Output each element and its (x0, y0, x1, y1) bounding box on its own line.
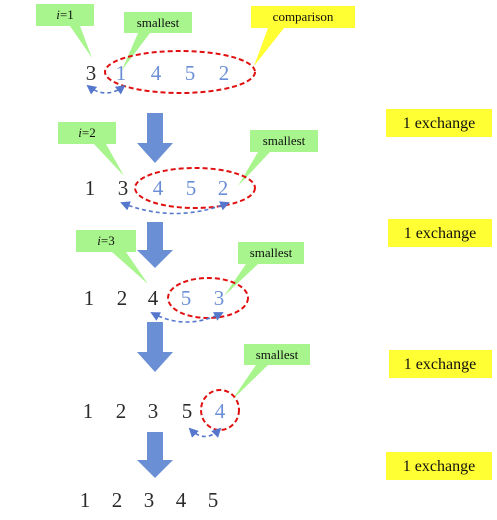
exchange-badge-4-text: 1 exchange (403, 458, 475, 475)
row-4-digit: 5 (182, 399, 193, 423)
row-1-digit: 1 (116, 61, 127, 85)
callout-smallest-2-text: smallest (263, 133, 306, 148)
row-5-digit: 1 (80, 488, 91, 512)
svg-text:i=3: i=3 (97, 233, 114, 248)
row-1: 3 1 4 5 2 (86, 50, 256, 95)
down-arrow-4 (137, 432, 173, 478)
callout-i1: i=1 (36, 4, 94, 58)
row-5-digit: 3 (144, 488, 155, 512)
exchange-badge-1-text: 1 exchange (403, 115, 475, 132)
svg-text:i=1: i=1 (56, 7, 73, 22)
callout-smallest-3-text: smallest (250, 245, 293, 260)
callout-smallest-3: smallest (224, 242, 304, 296)
row-2-digit: 5 (186, 176, 197, 200)
callout-i3: i=3 (76, 230, 148, 284)
row-4-digit: 2 (116, 399, 127, 423)
swap-arrow-2 (120, 201, 230, 215)
row-3-digit: 3 (214, 286, 225, 310)
row-5-digit: 4 (176, 488, 187, 512)
row-3-digit: 4 (148, 286, 159, 310)
svg-text:i=2: i=2 (78, 125, 95, 140)
row-5-digit: 2 (112, 488, 123, 512)
row-4: 1 2 3 5 4 (83, 389, 240, 438)
row-4-digit: 3 (148, 399, 159, 423)
row-5: 1 2 3 4 5 (80, 488, 219, 512)
row-5-digit: 5 (208, 488, 219, 512)
exchange-badge-1: 1 exchange (386, 109, 492, 137)
row-3-digit: 5 (181, 286, 192, 310)
callout-smallest-2: smallest (238, 130, 318, 186)
callout-comparison-text: comparison (273, 9, 334, 24)
callout-comparison: comparison (251, 6, 355, 66)
row-2: 1 3 4 5 2 (85, 167, 256, 215)
row-1-digit: 3 (86, 61, 97, 85)
exchange-badge-3: 1 exchange (389, 350, 492, 378)
down-arrow-2 (137, 222, 173, 268)
row-4-digit: 4 (215, 399, 226, 423)
callout-i2: i=2 (58, 122, 124, 176)
row-3-digit: 2 (117, 286, 128, 310)
exchange-badge-3-text: 1 exchange (404, 356, 476, 373)
exchange-badge-2-text: 1 exchange (404, 225, 476, 242)
row-1-digit: 5 (185, 61, 196, 85)
row-2-digit: 3 (118, 176, 129, 200)
row-2-digit: 4 (153, 176, 164, 200)
swap-arrow-4 (188, 427, 222, 438)
comparison-ellipse-4 (200, 389, 240, 431)
swap-arrow-1 (86, 84, 126, 95)
row-2-digit: 1 (85, 176, 96, 200)
callout-smallest-1-text: smallest (137, 15, 180, 30)
swap-arrow-3 (150, 312, 224, 323)
row-1-digit: 2 (219, 61, 230, 85)
row-3: 1 2 4 5 3 (84, 277, 249, 323)
row-4-digit: 1 (83, 399, 94, 423)
callout-smallest-4: smallest (232, 344, 310, 400)
row-2-digit: 2 (218, 176, 229, 200)
down-arrow-3 (137, 322, 173, 372)
row-1-digit: 4 (151, 61, 162, 85)
exchange-badge-2: 1 exchange (388, 219, 492, 247)
callout-smallest-4-text: smallest (256, 347, 299, 362)
down-arrow-1 (137, 113, 173, 163)
comparison-ellipse-1 (104, 50, 256, 94)
exchange-badge-4: 1 exchange (386, 452, 492, 480)
callout-smallest-1: smallest (122, 12, 192, 70)
row-3-digit: 1 (84, 286, 95, 310)
